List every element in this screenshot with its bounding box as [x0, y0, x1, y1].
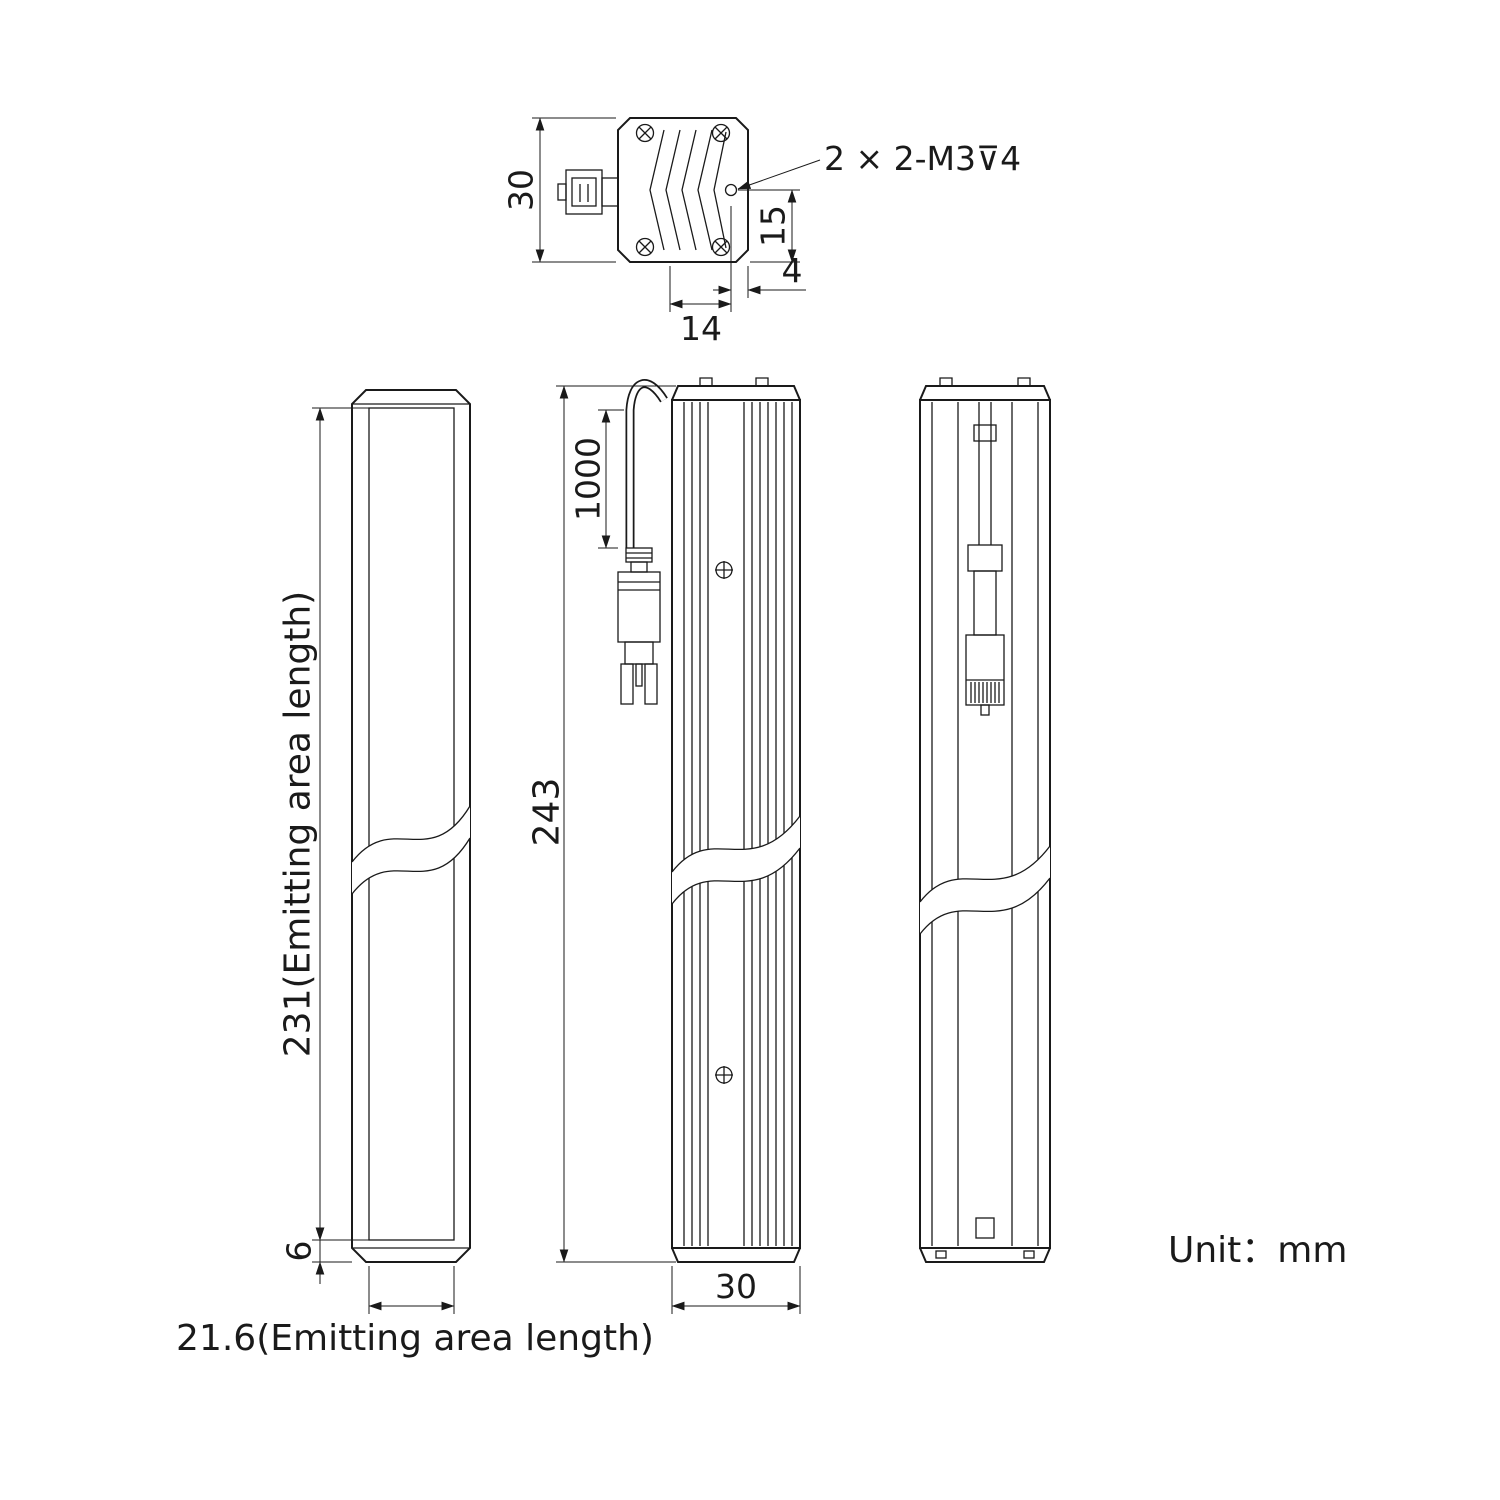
dim-overall-length: 243 [527, 385, 676, 1263]
dim-label: 1000 [569, 437, 608, 521]
side-view: 1000 243 30 [527, 377, 801, 1314]
end-view: 30 15 4 14 2 × 2-M3⊽4 [502, 117, 1021, 348]
break-lines [671, 815, 801, 905]
cable [625, 379, 668, 548]
edge-lines [931, 402, 1039, 1246]
cable-connector [617, 547, 661, 705]
rear-view [919, 377, 1051, 1263]
dim-emitting-width: 21.6(Emitting area length) [176, 1266, 654, 1359]
rear-body-caps [919, 385, 1051, 1263]
corner-screw [711, 123, 731, 143]
fin-lines [683, 402, 793, 1246]
body-screw [715, 1066, 733, 1084]
dim-label: 15 [754, 205, 793, 247]
dim-bottom-margin: 6 [280, 1218, 352, 1284]
dim-body-width: 30 [671, 1266, 801, 1314]
dim-hole-to-edge: 4 [713, 206, 806, 298]
front-view: 231(Emitting area length) 6 21.6(Emittin… [176, 389, 654, 1359]
emitting-area [368, 407, 455, 1241]
cap-slot [1023, 1250, 1035, 1259]
dim-label: 243 [527, 778, 568, 847]
cable-strip [978, 402, 992, 545]
body-screw [715, 561, 733, 579]
fin-pattern [649, 129, 727, 251]
cap-slot [935, 1250, 947, 1259]
break-lines [351, 805, 471, 895]
corner-screw [635, 237, 655, 257]
break-lines [919, 845, 1051, 935]
dim-label: 4 [782, 251, 803, 290]
front-body [351, 389, 471, 1263]
hole-callout: 2 × 2-M3⊽4 [737, 139, 1021, 190]
channel-lines [957, 402, 1013, 1246]
corner-screw [635, 123, 655, 143]
end-view-body [617, 117, 749, 263]
unit-label: Unit：mm [1168, 1230, 1347, 1271]
m3-mounting-hole [724, 183, 738, 197]
channel-fitting-bottom [975, 1217, 995, 1239]
corner-screw [711, 237, 731, 257]
dim-label: 14 [680, 309, 722, 348]
dim-label: 30 [715, 1267, 757, 1306]
channel-fitting-top [973, 424, 997, 442]
end-connector [557, 169, 619, 215]
hole-callout-label: 2 × 2-M3⊽4 [824, 139, 1021, 178]
top-tabs [699, 377, 769, 386]
dim-emitting-length: 231(Emitting area length) [278, 407, 369, 1241]
dim-hole-spacing: 14 [669, 266, 732, 348]
top-tabs [939, 377, 1031, 386]
dim-hole-to-bottom: 15 [738, 189, 800, 263]
dim-label: 21.6(Emitting area length) [176, 1318, 654, 1359]
dim-label: 231(Emitting area length) [278, 591, 319, 1057]
dim-label: 6 [280, 1241, 319, 1262]
dim-label: 30 [502, 169, 541, 211]
rear-body [919, 399, 1051, 1249]
dim-top-height: 30 [502, 117, 616, 263]
dim-cable-length: 1000 [569, 409, 624, 549]
channel-connector [965, 544, 1005, 716]
side-body-caps [671, 385, 801, 1263]
side-body [671, 399, 801, 1249]
